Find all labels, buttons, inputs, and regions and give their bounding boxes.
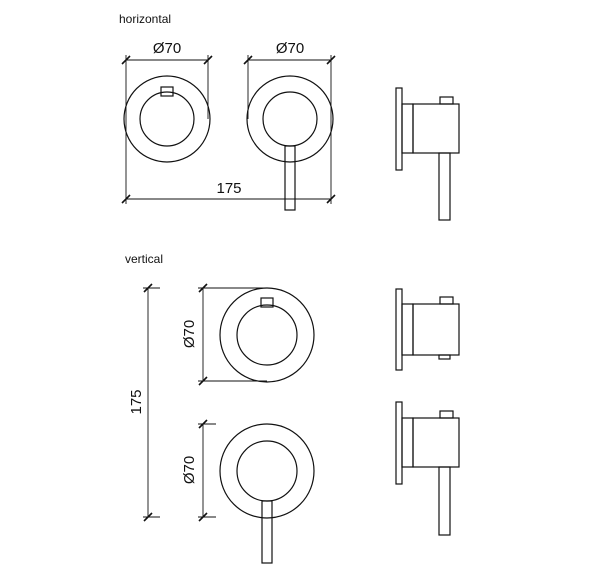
vertical-bottom-valve <box>219 423 315 564</box>
handle-body <box>412 417 460 468</box>
dimension-label: Ø70 <box>181 456 198 484</box>
vertical-top-diameter-dimension: Ø70 <box>181 283 267 386</box>
vertical-spacing-dimension: 175 <box>128 283 160 522</box>
vertical-side-view-bottom <box>395 401 460 536</box>
rosette <box>401 417 414 468</box>
vertical-side-view-top <box>395 288 460 371</box>
handle-body <box>412 303 460 356</box>
dimension-label: Ø70 <box>153 40 181 57</box>
lever-handle <box>438 466 451 536</box>
vertical-section: vertical Ø70 Ø70 <box>125 252 460 564</box>
top-stub <box>439 296 454 305</box>
vertical-top-valve <box>219 287 315 383</box>
rosette <box>401 303 414 356</box>
horizontal-right-diameter-dimension: Ø70 <box>243 40 336 119</box>
dimension-label: 175 <box>216 180 241 197</box>
horizontal-side-view <box>395 87 460 221</box>
top-stub <box>439 96 454 105</box>
top-stub <box>439 410 454 419</box>
wall-plate <box>395 288 403 371</box>
wall-plate <box>395 87 403 171</box>
handle-knob <box>262 91 318 147</box>
dimension-label: Ø70 <box>276 40 304 57</box>
vertical-section-title: vertical <box>125 252 163 266</box>
handle-stub <box>160 86 174 97</box>
dimension-label: 175 <box>128 389 145 414</box>
handle-knob <box>236 304 298 366</box>
handle-knob <box>139 91 195 147</box>
wall-plate <box>395 401 403 485</box>
horizontal-right-valve <box>246 75 334 211</box>
bottom-stub <box>438 354 451 360</box>
rosette <box>401 103 414 154</box>
dimension-label: Ø70 <box>181 320 198 348</box>
escutcheon-plate <box>123 75 211 163</box>
horizontal-section-title: horizontal <box>119 12 171 26</box>
horizontal-left-diameter-dimension: Ø70 <box>121 40 213 119</box>
lever-handle <box>438 152 451 221</box>
vertical-bottom-diameter-dimension: Ø70 <box>181 419 216 522</box>
escutcheon-plate <box>219 287 315 383</box>
handle-knob <box>236 440 298 502</box>
horizontal-section: horizontal Ø70 Ø70 <box>119 12 460 221</box>
horizontal-left-valve <box>123 75 211 163</box>
handle-stub <box>260 297 274 308</box>
lever-handle <box>261 500 273 564</box>
lever-handle <box>284 145 296 211</box>
handle-body <box>412 103 460 154</box>
horizontal-spacing-dimension: 175 <box>121 119 336 204</box>
escutcheon-plate <box>219 423 315 519</box>
escutcheon-plate <box>246 75 334 163</box>
